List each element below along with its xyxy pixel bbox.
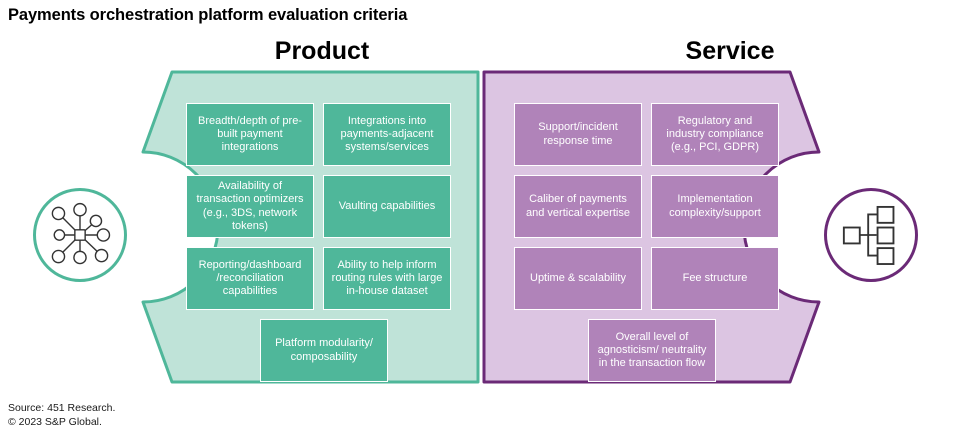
footer-source: Source: 451 Research. (8, 402, 116, 414)
criteria-tile[interactable]: Uptime & scalability (514, 247, 642, 310)
criteria-tile[interactable]: Availability of transaction optimizers (… (186, 175, 314, 238)
product-tile-grid: Breadth/depth of pre-built payment integ… (186, 103, 462, 382)
footer-copyright: © 2023 S&P Global. (8, 416, 102, 428)
criteria-tile[interactable]: Ability to help inform routing rules wit… (323, 247, 451, 310)
tile-row: Uptime & scalability Fee structure (514, 247, 790, 310)
criteria-tile[interactable]: Vaulting capabilities (323, 175, 451, 238)
tile-row: Platform modularity/ composability (186, 319, 462, 382)
criteria-tile[interactable]: Regulatory and industry compliance (e.g.… (651, 103, 779, 166)
criteria-tile[interactable]: Caliber of payments and vertical experti… (514, 175, 642, 238)
product-badge (33, 188, 127, 282)
criteria-tile[interactable]: Support/incident response time (514, 103, 642, 166)
page-title: Payments orchestration platform evaluati… (8, 6, 408, 24)
criteria-tile[interactable]: Integrations into payments-adjacent syst… (323, 103, 451, 166)
column-heading-service: Service (685, 37, 775, 65)
hierarchy-tree-icon (842, 205, 895, 265)
evaluation-criteria-diagram: Breadth/depth of pre-built payment integ… (33, 70, 918, 384)
service-badge (824, 188, 918, 282)
service-tile-grid: Support/incident response time Regulator… (514, 103, 790, 382)
footer: Source: 451 Research. © 2023 S&P Global. (8, 401, 115, 429)
criteria-tile[interactable]: Platform modularity/ composability (260, 319, 388, 382)
criteria-tile[interactable]: Breadth/depth of pre-built payment integ… (186, 103, 314, 166)
tile-row: Breadth/depth of pre-built payment integ… (186, 103, 462, 166)
criteria-tile[interactable]: Fee structure (651, 247, 779, 310)
tile-row: Caliber of payments and vertical experti… (514, 175, 790, 238)
tile-row: Overall level of agnosticism/ neutrality… (514, 319, 790, 382)
tile-row: Reporting/dashboard /reconciliation capa… (186, 247, 462, 310)
column-heading-product: Product (274, 37, 370, 65)
panel-shapes (141, 70, 821, 384)
network-hub-icon (51, 202, 111, 265)
criteria-tile[interactable]: Reporting/dashboard /reconciliation capa… (186, 247, 314, 310)
criteria-tile[interactable]: Overall level of agnosticism/ neutrality… (588, 319, 716, 382)
tile-row: Support/incident response time Regulator… (514, 103, 790, 166)
tile-row: Availability of transaction optimizers (… (186, 175, 462, 238)
criteria-tile[interactable]: Implementation complexity/support (651, 175, 779, 238)
